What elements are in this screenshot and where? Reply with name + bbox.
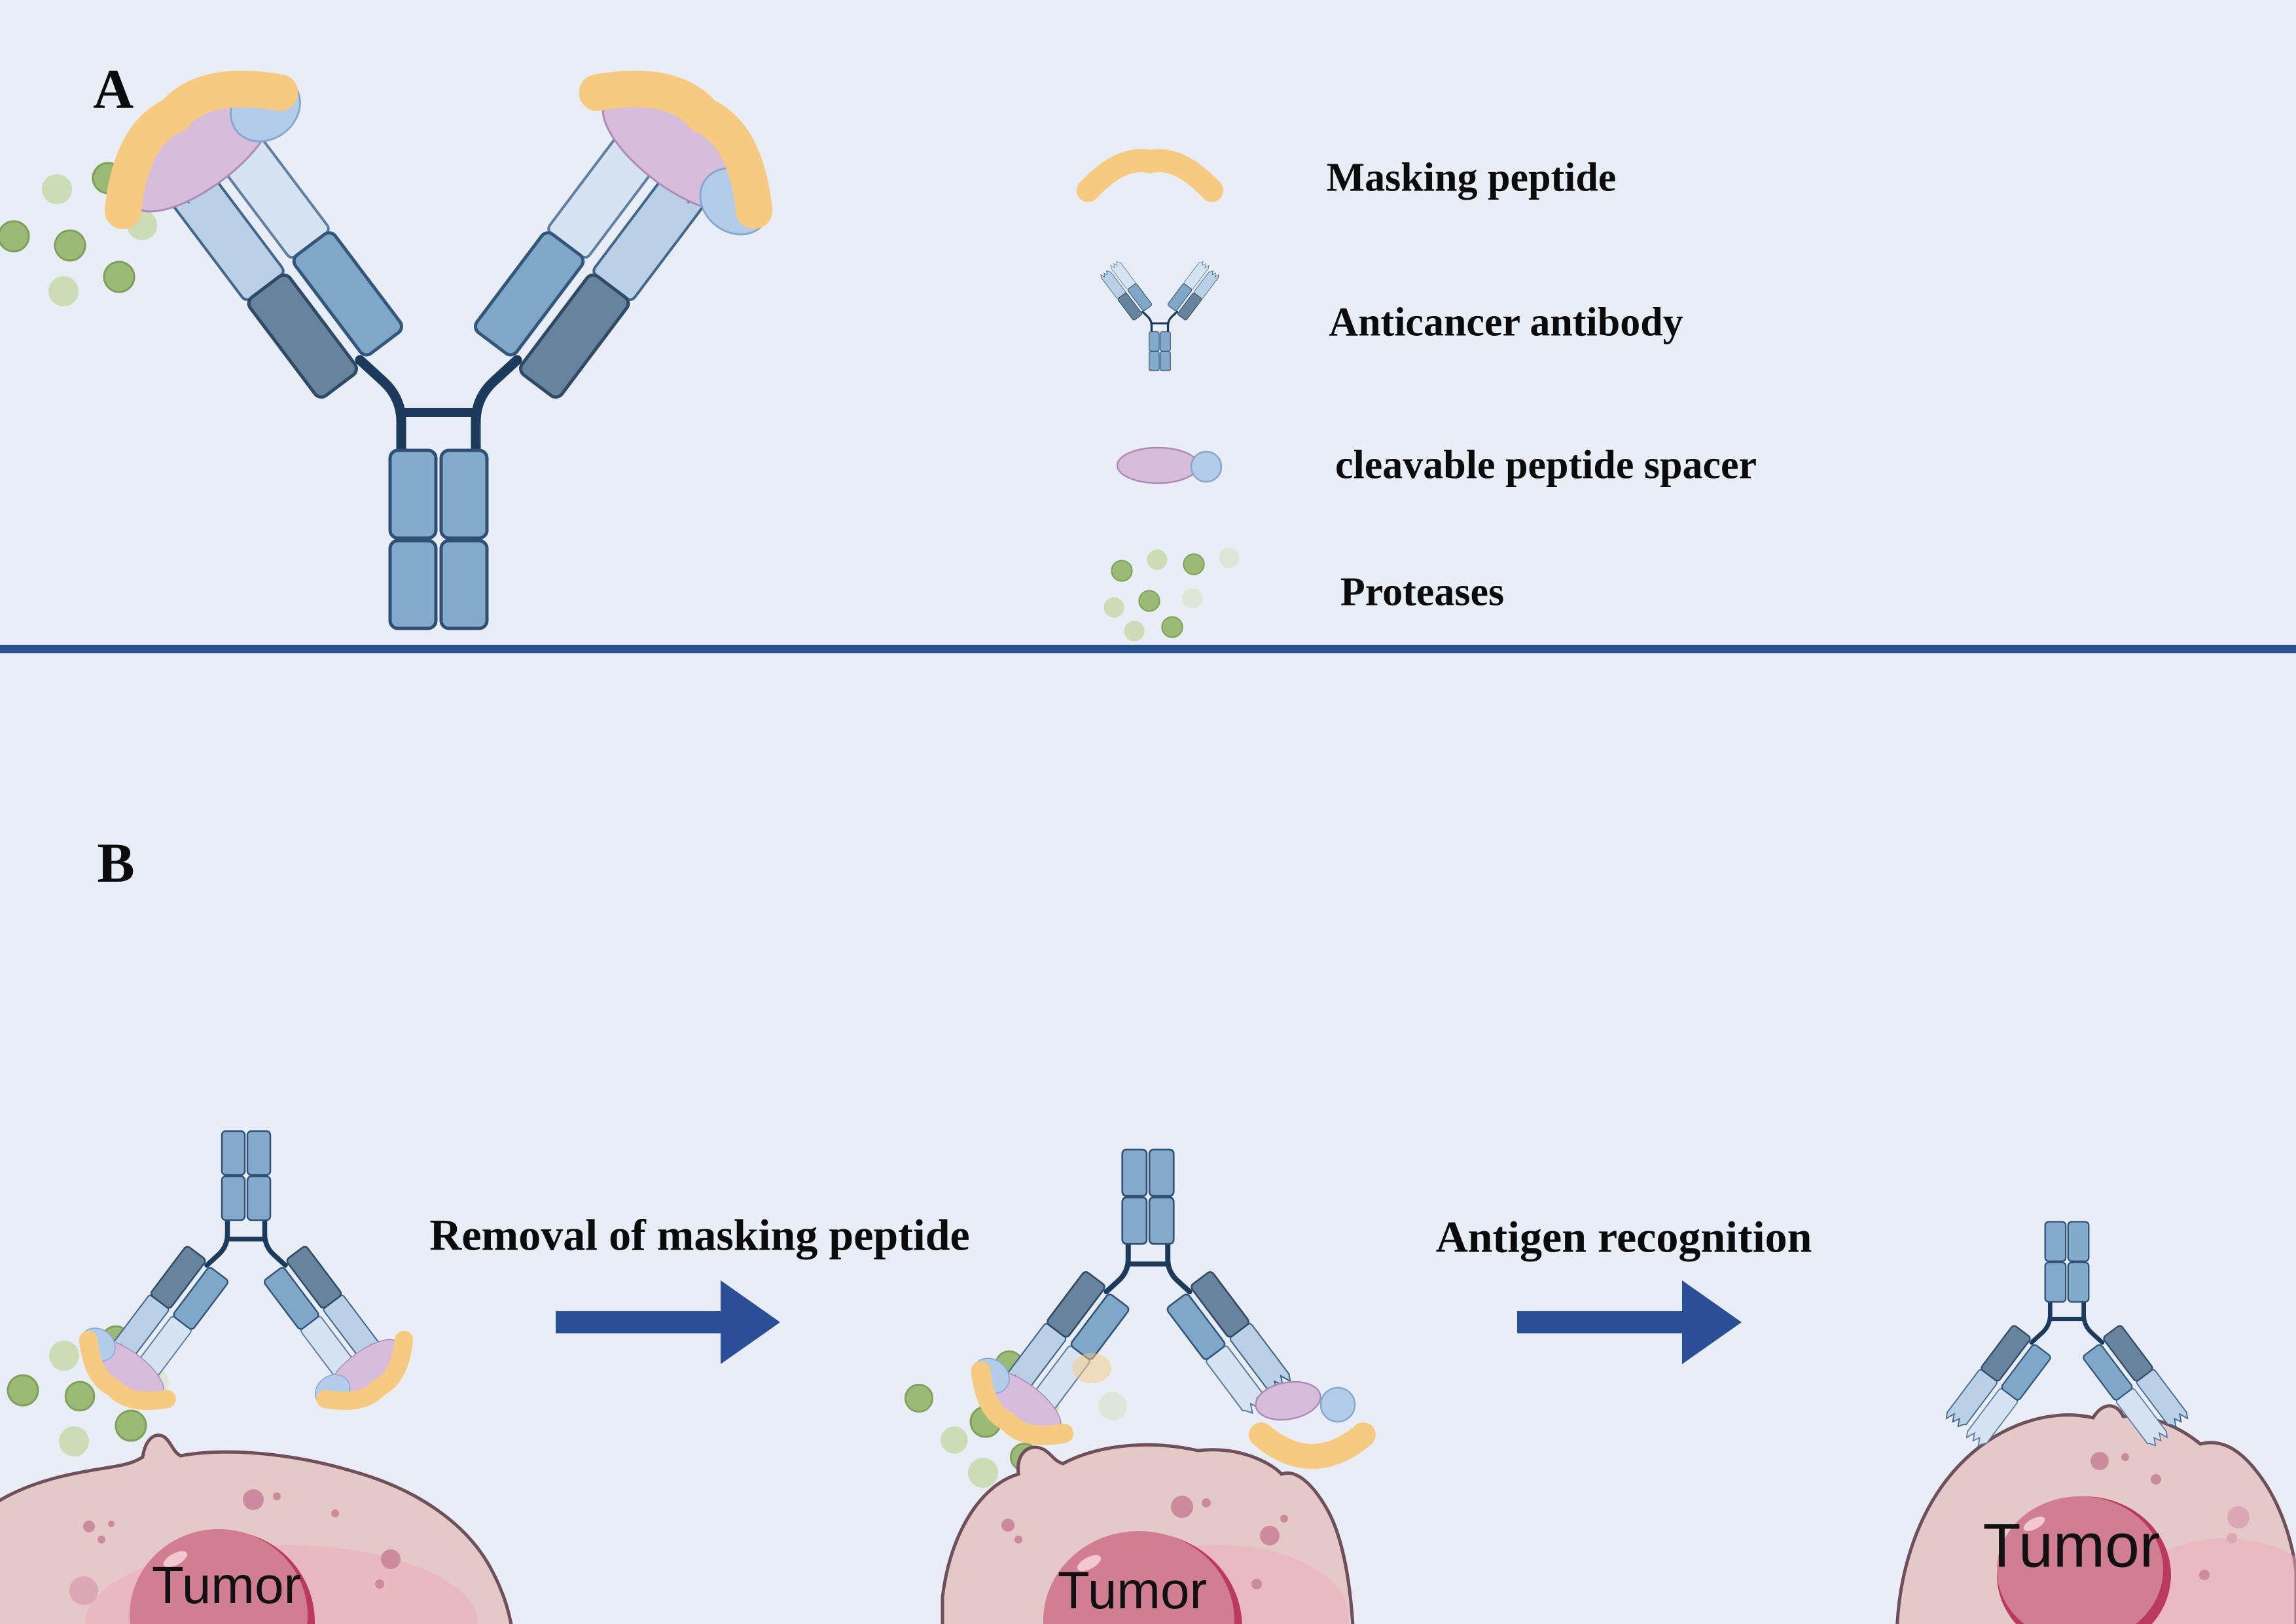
mask-overlap-highlight — [1072, 1353, 1111, 1383]
masking-peptide-icon — [1076, 149, 1224, 202]
half-masked-antibody-scene2 — [959, 1149, 1295, 1454]
tumor-cell-3 — [1895, 1404, 2296, 1624]
arrow-recognition — [1517, 1280, 1742, 1364]
cleavable-peptide-spacer-icon — [1116, 446, 1223, 484]
legend-label-masking-peptide: Masking peptide — [1326, 155, 1617, 200]
tumor-cell-2 — [941, 1443, 1355, 1624]
tumor-label-1: Tumor — [151, 1556, 302, 1614]
tumor-label-2: Tumor — [1057, 1561, 1208, 1619]
legend-label-proteases: Proteases — [1340, 569, 1505, 615]
anticancer-antibody-icon — [1099, 260, 1221, 371]
legend-label-cleavable-peptide-spacer: cleavable peptide spacer — [1335, 442, 1757, 488]
masked-antibody-scene1 — [68, 1131, 418, 1422]
masked-antibody-panel-a — [94, 45, 795, 628]
panel-b-label: B — [97, 831, 135, 894]
tumor-label-3: Tumor — [1982, 1511, 2161, 1581]
arrow-removal — [556, 1280, 780, 1364]
released-mask-fragment — [1249, 1380, 1376, 1469]
legend-label-anticancer-antibody: Anticancer antibody — [1329, 300, 1683, 345]
panel-a-label: A — [92, 58, 134, 120]
step-label-removal: Removal of masking peptide — [429, 1210, 970, 1260]
tumor-cell-1 — [0, 1434, 513, 1624]
step-label-recognition: Antigen recognition — [1435, 1212, 1812, 1262]
proteases-icon — [1103, 547, 1240, 641]
panel-divider — [0, 645, 2296, 653]
